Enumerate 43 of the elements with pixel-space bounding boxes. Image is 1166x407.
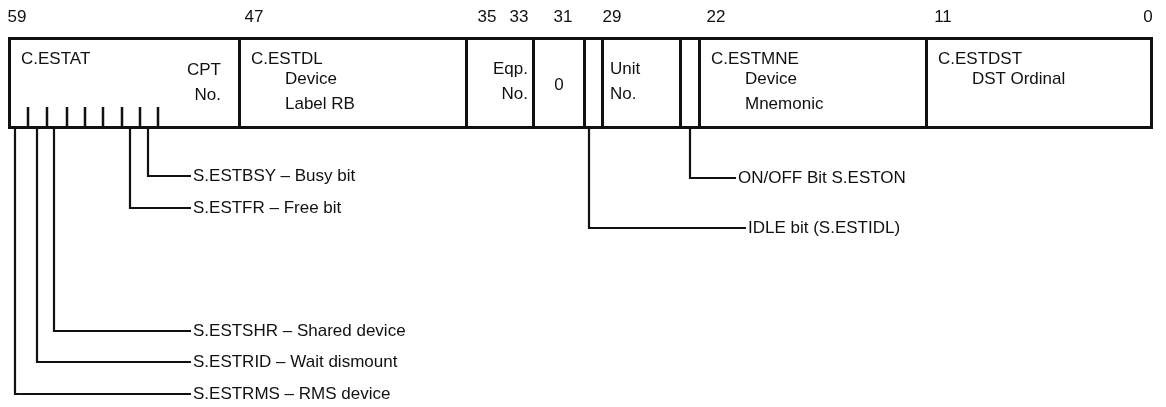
bit-field: [583, 37, 604, 129]
bit-description: S.ESTBSY – Busy bit: [193, 165, 356, 187]
bit-description: IDLE bit (S.ESTIDL): [748, 217, 901, 239]
field-label: Eqp. No.: [492, 58, 528, 105]
register-field: [465, 37, 535, 129]
bit-description: S.ESTRID – Wait dismount: [193, 351, 398, 373]
field-name: C.ESTAT: [21, 48, 91, 70]
field-name: C.ESTDL: [251, 48, 323, 70]
register-field: [601, 37, 682, 129]
bit-number: 0: [1143, 6, 1153, 28]
leader-line: [35, 129, 191, 364]
register-field: [925, 37, 1153, 129]
bit-number: 31: [553, 6, 573, 28]
bit-number: 35: [477, 6, 497, 28]
bit-number: 22: [706, 6, 726, 28]
bit-description: ON/OFF Bit S.ESTON: [738, 167, 906, 189]
bit-number: 59: [7, 6, 27, 28]
register-field: [8, 37, 241, 129]
field-label: DST Ordinal: [972, 68, 1067, 90]
field-label: Device Label RB: [285, 68, 356, 115]
register-field: [238, 37, 468, 129]
field-label: Device Mnemonic: [745, 68, 825, 115]
field-label: 0: [553, 74, 565, 96]
register-field: [698, 37, 928, 129]
leader-line: [128, 129, 191, 210]
field-name: C.ESTDST: [938, 48, 1023, 70]
leader-line: [146, 129, 191, 178]
bit-field: [679, 37, 701, 129]
bit-number: 29: [602, 6, 622, 28]
field-label: Unit No.: [610, 58, 642, 105]
leader-line: [587, 129, 746, 230]
bit-description: S.ESTSHR – Shared device: [193, 320, 406, 342]
bit-number: 47: [244, 6, 264, 28]
field-label: CPT No.: [186, 59, 221, 106]
bit-number: 33: [509, 6, 529, 28]
bit-number: 11: [934, 6, 952, 28]
leader-line: [13, 129, 191, 396]
bit-description: S.ESTRMS – RMS device: [193, 383, 391, 405]
bit-description: S.ESTFR – Free bit: [193, 197, 342, 219]
leader-line: [52, 129, 191, 333]
leader-line: [688, 129, 736, 180]
register-field: [532, 37, 586, 129]
field-name: C.ESTMNE: [711, 48, 799, 70]
